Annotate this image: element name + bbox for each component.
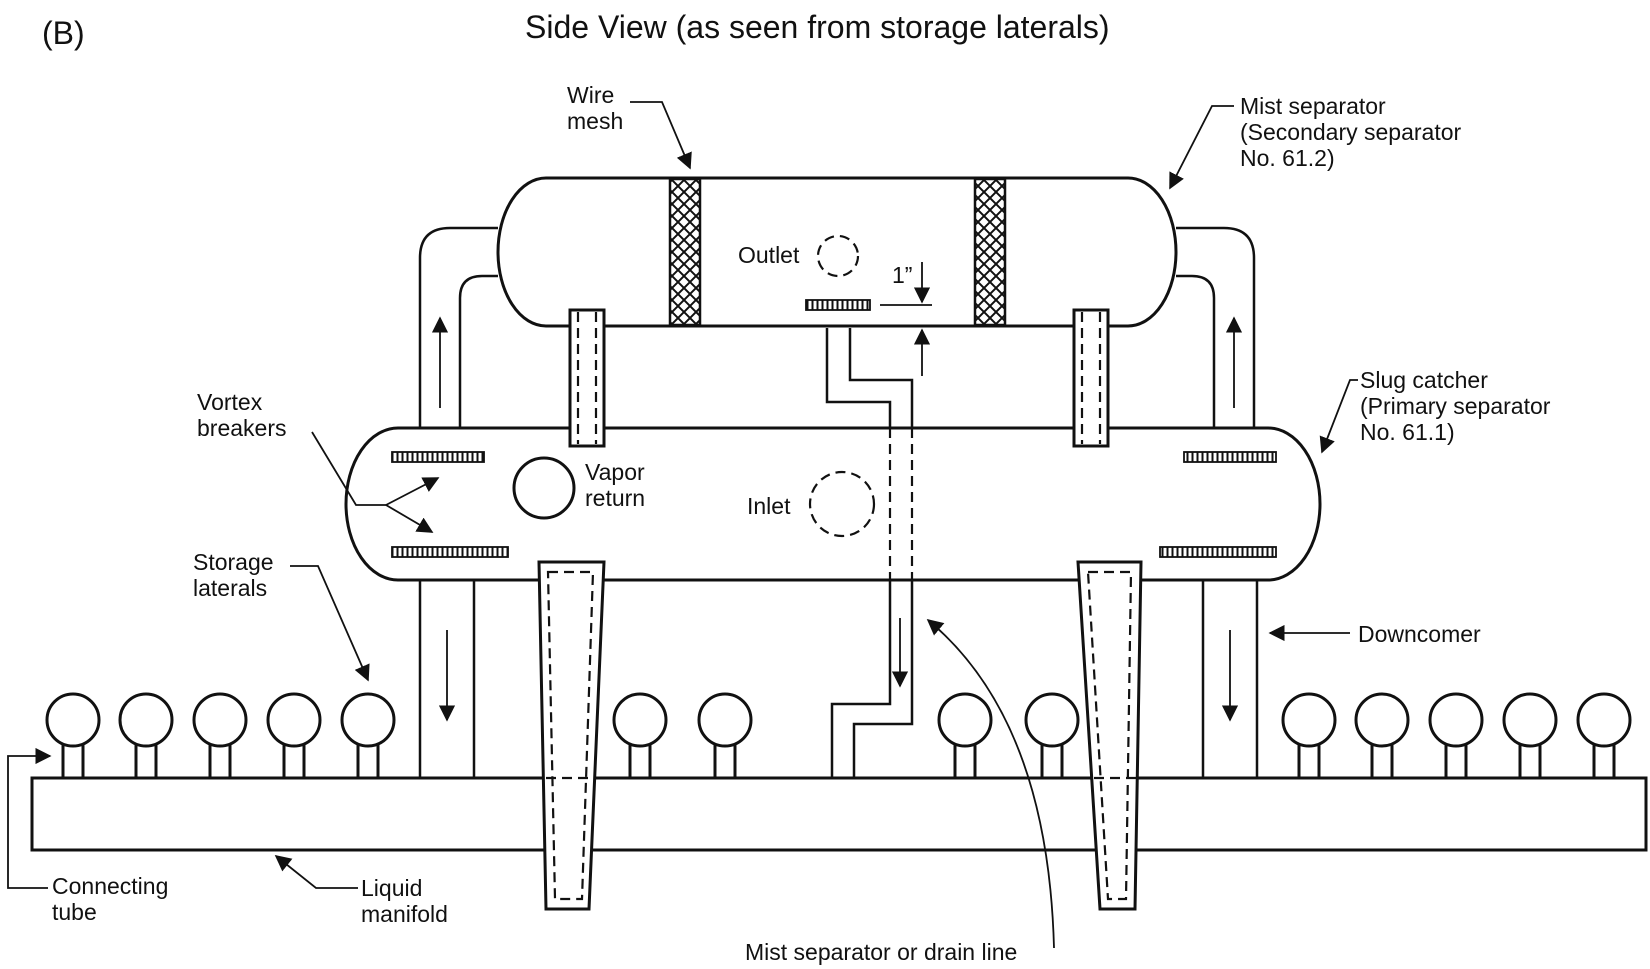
storage-lateral xyxy=(1024,692,1080,780)
drain-line-hidden xyxy=(888,428,914,580)
label-slug-catcher-line3: No. 61.1) xyxy=(1360,419,1455,445)
mist-separator-vessel xyxy=(496,176,1178,328)
wire-mesh-left xyxy=(668,177,702,327)
label-storage-laterals-line1: Storage xyxy=(193,549,274,575)
storage-lateral xyxy=(45,692,101,780)
storage-lateral xyxy=(340,692,396,780)
leader-vortex-upper xyxy=(385,477,440,506)
label-liquid-manifold-line1: Liquid xyxy=(361,875,422,901)
vortex-breaker-upper-right xyxy=(1183,451,1277,463)
label-storage-laterals-line2: laterals xyxy=(193,575,267,601)
label-vapor-return-line2: return xyxy=(585,485,645,511)
label-wire-mesh-line1: Wire xyxy=(567,82,614,108)
storage-lateral xyxy=(192,692,248,780)
storage-lateral xyxy=(1428,692,1484,780)
leader-storage-laterals xyxy=(290,565,370,682)
label-vortex-breakers-line1: Vortex xyxy=(197,389,263,415)
vortex-breaker-upper-left xyxy=(391,451,485,463)
vortex-breaker-lower-left xyxy=(391,546,509,558)
label-outlet: Outlet xyxy=(738,242,800,268)
storage-laterals xyxy=(45,692,1632,780)
label-connecting-tube-line1: Connecting xyxy=(52,873,168,899)
storage-lateral xyxy=(1502,692,1558,780)
storage-lateral xyxy=(937,692,993,780)
label-connecting-tube-line2: tube xyxy=(52,899,97,925)
right-downcomer-pipe xyxy=(1201,578,1259,778)
storage-lateral xyxy=(1354,692,1410,780)
leader-slug-catcher xyxy=(1319,379,1358,454)
panel-label: (B) xyxy=(42,15,85,51)
label-mist-separator-line2: (Secondary separator xyxy=(1240,119,1462,145)
left-downcomer-pipe xyxy=(418,578,476,778)
slug-catcher-vessel xyxy=(344,426,1322,582)
storage-lateral xyxy=(266,692,322,780)
leader-mist-separator xyxy=(1169,105,1234,190)
label-mist-separator-line1: Mist separator xyxy=(1240,93,1386,119)
leader-liquid-manifold xyxy=(274,854,358,889)
outlet-vortex-breaker xyxy=(805,299,871,311)
label-inlet: Inlet xyxy=(747,493,791,519)
label-downcomer: Downcomer xyxy=(1358,621,1481,647)
storage-lateral xyxy=(1281,692,1337,780)
right-upper-pipe xyxy=(1176,226,1256,432)
leader-wire-mesh xyxy=(630,101,692,170)
label-mist-separator-line3: No. 61.2) xyxy=(1240,145,1335,171)
liquid-manifold xyxy=(30,776,1648,852)
label-liquid-manifold-line2: manifold xyxy=(361,901,448,927)
label-wire-mesh-line2: mesh xyxy=(567,108,623,134)
label-vortex-breakers-line2: breakers xyxy=(197,415,286,441)
leader-connecting-tube xyxy=(7,747,52,889)
storage-lateral xyxy=(697,692,753,780)
storage-lateral xyxy=(118,692,174,780)
label-slug-catcher-line1: Slug catcher xyxy=(1360,367,1488,393)
wire-mesh-right xyxy=(973,177,1007,327)
inlet-nozzle xyxy=(808,470,876,538)
label-drain-line: Mist separator or drain line xyxy=(745,939,1017,965)
support-leg-right xyxy=(1076,560,1143,911)
diagram-title: Side View (as seen from storage laterals… xyxy=(525,9,1110,45)
label-dimension-1in: 1” xyxy=(892,262,912,288)
label-vapor-return-line1: Vapor xyxy=(585,459,645,485)
label-slug-catcher-line2: (Primary separator xyxy=(1360,393,1551,419)
leader-drain-line xyxy=(926,618,1055,949)
storage-lateral xyxy=(1576,692,1632,780)
storage-lateral xyxy=(612,692,668,780)
upper-saddle-left xyxy=(568,308,606,448)
leader-vortex-stem xyxy=(311,431,386,506)
vapor-return-nozzle xyxy=(512,456,576,520)
support-leg-left xyxy=(537,560,606,911)
upper-saddle-right xyxy=(1072,308,1110,448)
outlet-nozzle xyxy=(816,234,860,278)
leader-vortex-lower xyxy=(385,504,434,533)
left-upper-pipe xyxy=(418,226,498,432)
vortex-breaker-lower-right xyxy=(1159,546,1277,558)
